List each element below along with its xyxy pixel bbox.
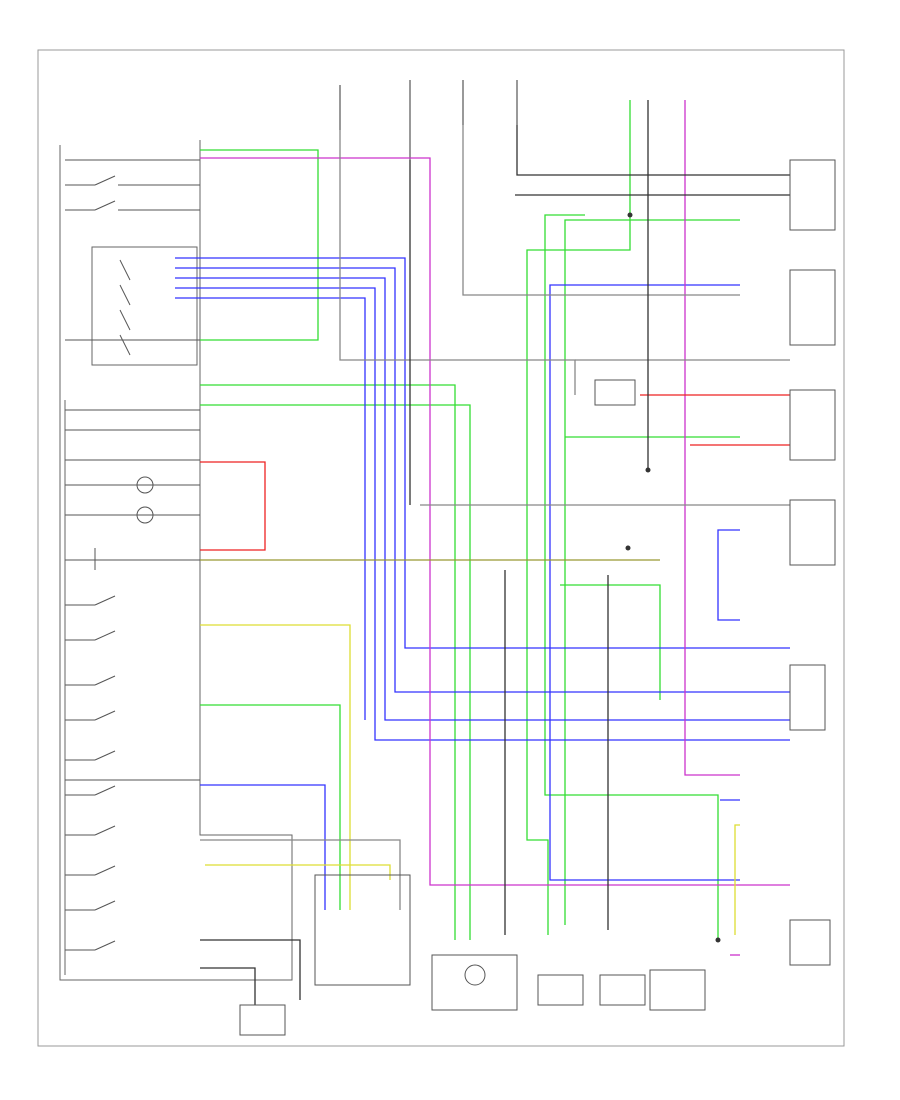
bottom-connectors xyxy=(239,874,706,1036)
splice-dots xyxy=(625,212,721,943)
fan-switch-box xyxy=(91,246,198,366)
fuse-block-stubs xyxy=(339,80,518,160)
harness-connector-left xyxy=(314,874,411,986)
compressor-clutch-box xyxy=(594,379,636,406)
sensor-2 xyxy=(599,974,646,1006)
blower-motor-box xyxy=(789,664,826,731)
sensor-1 xyxy=(537,974,584,1006)
ground-box xyxy=(239,1004,286,1036)
diagram-frame xyxy=(37,49,845,1047)
component-box-1 xyxy=(789,159,836,231)
relay-box xyxy=(649,969,706,1011)
harness-connector-center xyxy=(431,954,518,1011)
component-box-2 xyxy=(789,269,836,346)
component-box-6 xyxy=(789,919,831,966)
component-box-4 xyxy=(789,499,836,566)
wire-bundle xyxy=(175,100,790,1005)
switch-contacts xyxy=(65,159,200,951)
right-components xyxy=(594,159,836,966)
fan-switch-contacts xyxy=(119,259,131,356)
component-box-3 xyxy=(789,389,836,461)
heater-control-panel xyxy=(59,140,293,981)
